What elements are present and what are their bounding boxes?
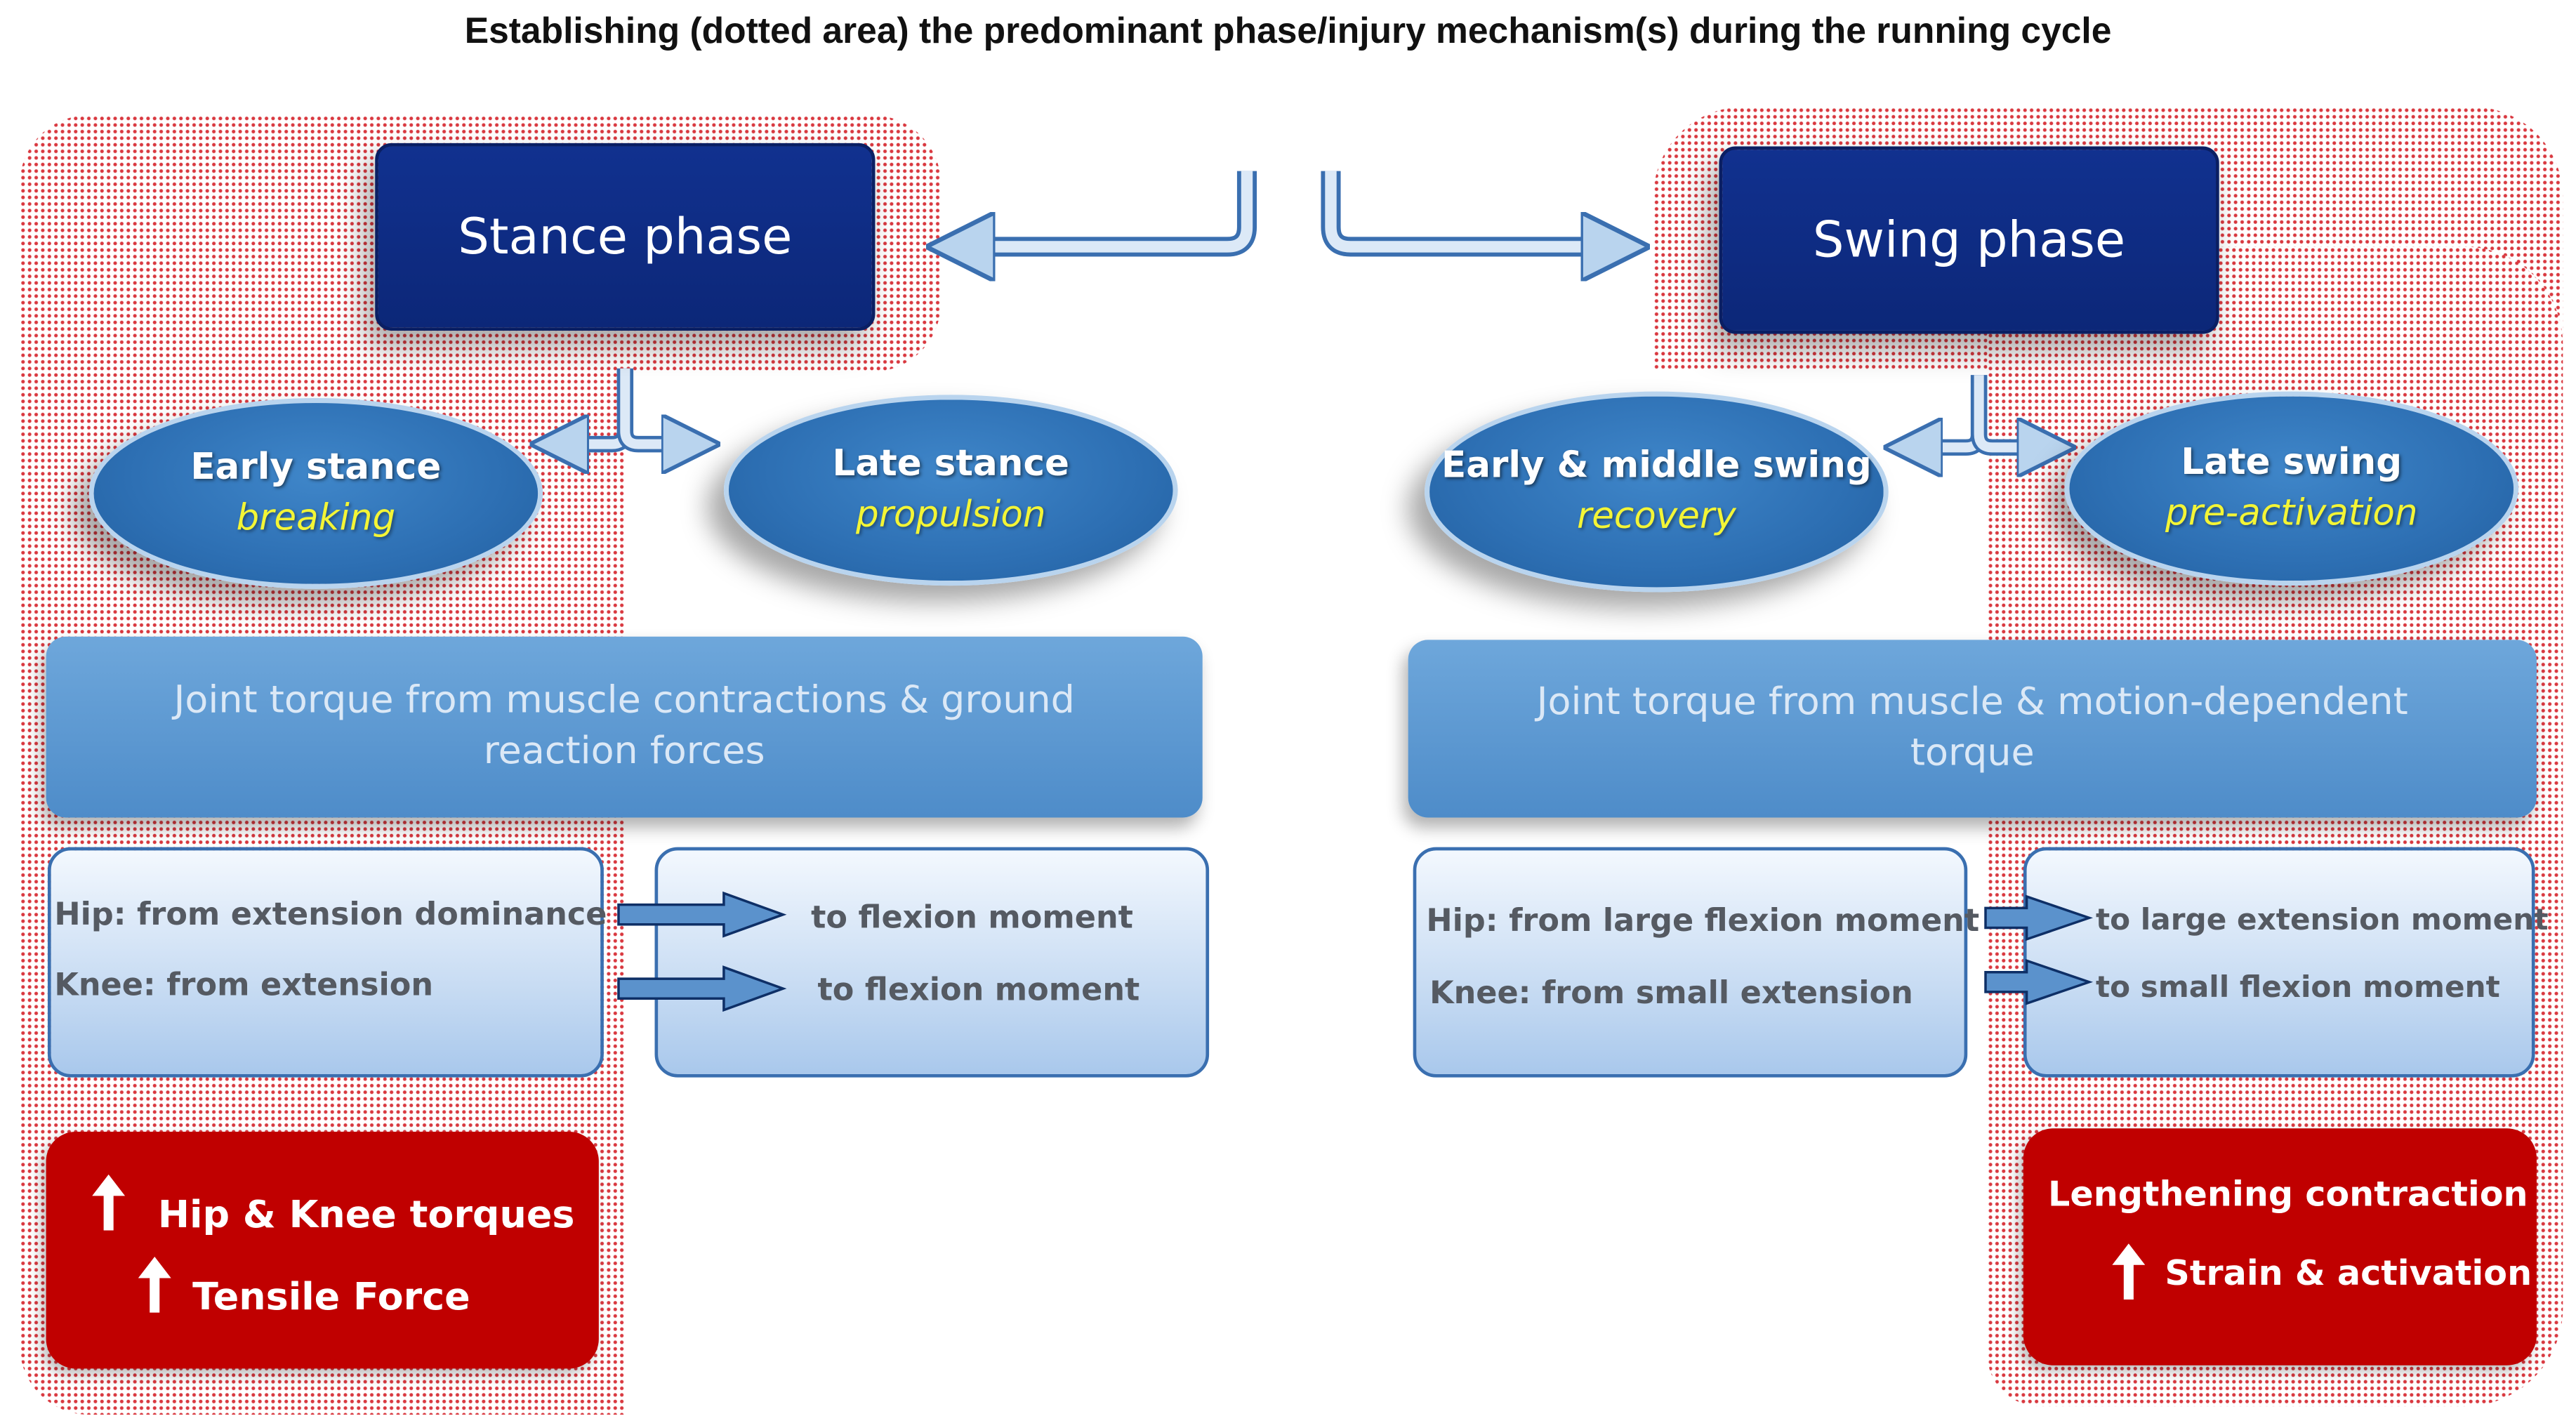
up-arrow-icon xyxy=(138,1257,171,1313)
early-swing-ellipse: Early & middle swing recovery xyxy=(1425,391,1889,593)
swing-hip-from: Hip: from large flexion moment xyxy=(1426,903,1980,939)
swing-result-line1: Lengthening contraction xyxy=(2048,1174,2528,1215)
early-swing-title: Early & middle swing xyxy=(1441,445,1872,487)
swing-from-box: Hip: from large flexion moment Knee: fro… xyxy=(1413,847,1979,1078)
stance-torque-bar: Joint torque from muscle contractions & … xyxy=(46,636,1203,818)
up-arrow-icon xyxy=(2112,1243,2146,1300)
early-stance-ellipse: Early stance breaking xyxy=(88,398,543,589)
stance-hip-from: Hip: from extension dominance xyxy=(54,896,607,933)
stance-from-box: Hip: from extension dominance Knee: from… xyxy=(47,847,607,1078)
stance-knee-from: Knee: from extension xyxy=(54,967,434,1004)
late-stance-subtitle: propulsion xyxy=(855,495,1046,536)
swing-to-box: to large extension moment to small flexi… xyxy=(2023,847,2548,1078)
stance-hip-arrow xyxy=(617,891,787,938)
up-arrow-icon xyxy=(92,1174,126,1231)
swing-result-box: Lengthening contraction Strain & activat… xyxy=(2023,1128,2537,1366)
swing-result-line2: Strain & activation xyxy=(2165,1253,2532,1293)
swing-knee-from: Knee: from small extension xyxy=(1429,975,1913,1012)
stance-result-line1: Hip & Knee torques xyxy=(157,1194,575,1237)
early-stance-title: Early stance xyxy=(190,447,442,489)
stance-to-box: to flexion moment to flexion moment xyxy=(654,847,1210,1078)
late-stance-ellipse: Late stance propulsion xyxy=(723,395,1178,586)
stance-result-line2: Tensile Force xyxy=(192,1276,470,1320)
late-swing-subtitle: pre-activation xyxy=(2165,493,2418,535)
swing-hip-to: to large extension moment xyxy=(2095,903,2549,938)
stance-knee-to: to flexion moment xyxy=(817,972,1140,1009)
late-stance-title: Late stance xyxy=(832,444,1069,486)
early-stance-subtitle: breaking xyxy=(236,498,396,540)
swing-torque-bar: Joint torque from muscle & motion-depend… xyxy=(1408,640,2537,818)
diagram-title: Establishing (dotted area) the predomina… xyxy=(464,10,2112,51)
stance-result-box: Hip & Knee torques Tensile Force xyxy=(46,1131,599,1369)
swing-knee-to: to small flexion moment xyxy=(2095,970,2500,1005)
swing-knee-arrow xyxy=(1984,958,2094,1005)
late-swing-title: Late swing xyxy=(2181,442,2403,484)
swing-phase-box: Swing phase xyxy=(1719,146,2219,334)
swing-hip-arrow xyxy=(1984,894,2094,941)
stance-phase-box: Stance phase xyxy=(375,143,876,331)
late-swing-ellipse: Late swing pre-activation xyxy=(2064,391,2519,586)
early-swing-subtitle: recovery xyxy=(1577,496,1736,538)
stance-hip-to: to flexion moment xyxy=(811,899,1133,937)
stance-knee-arrow xyxy=(617,965,787,1012)
